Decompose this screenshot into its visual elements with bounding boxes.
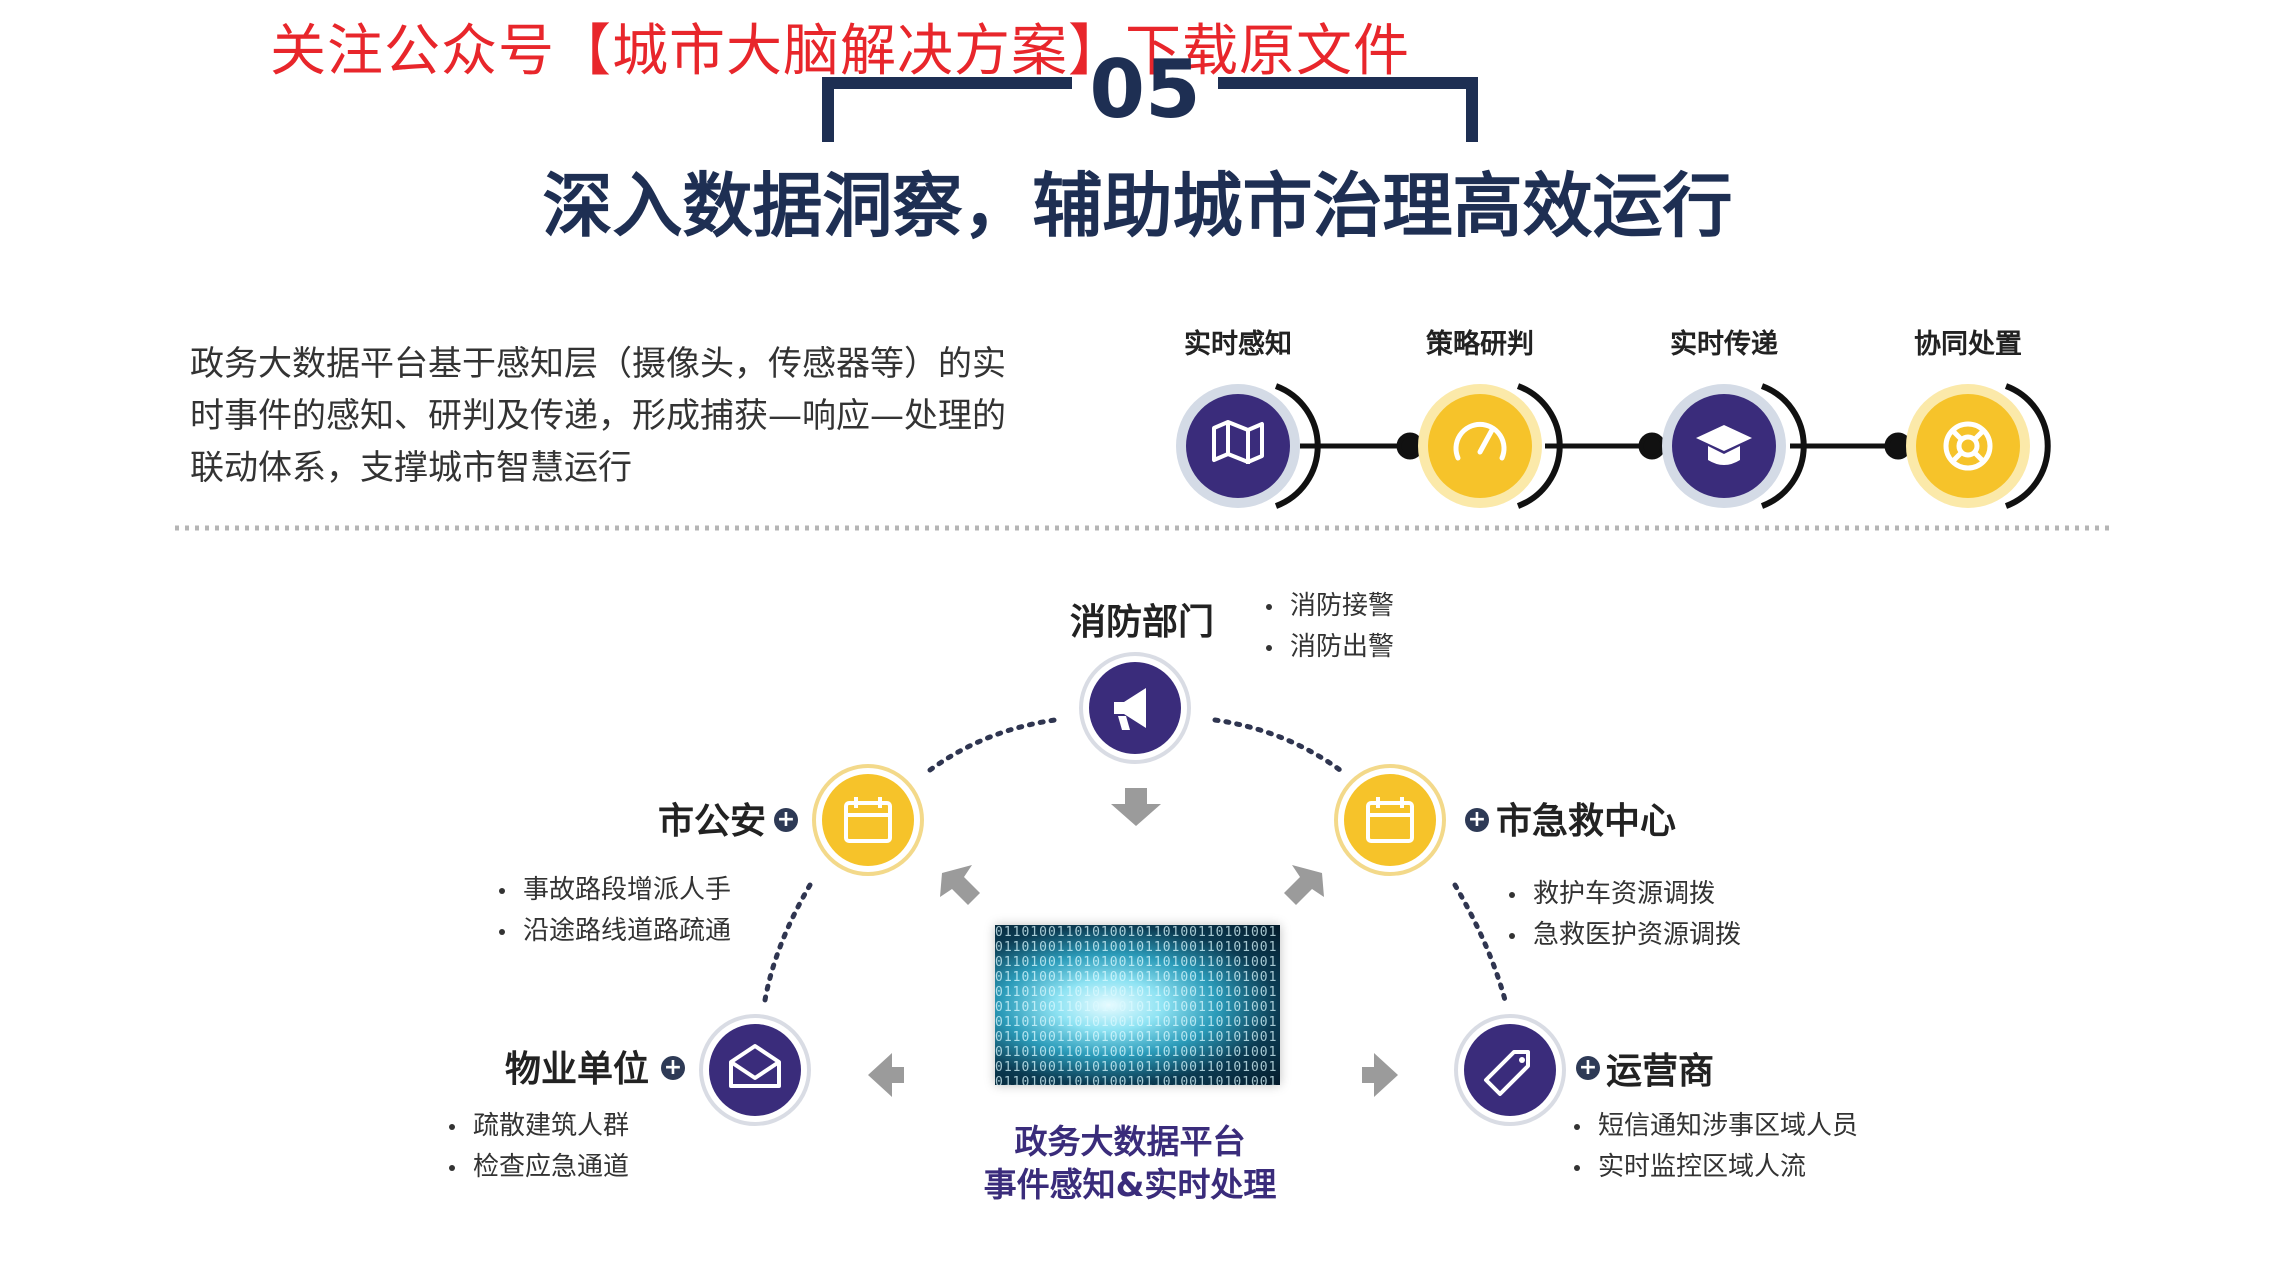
- node-fire-list: 消防接警 消防出警: [1262, 586, 1394, 668]
- node-fire-circle: [1079, 652, 1191, 764]
- list-item: 救护车资源调拨: [1505, 874, 1741, 915]
- process-step-2-speedometer: [1418, 383, 1563, 509]
- map-icon: [1212, 420, 1264, 464]
- list-item: 疏散建筑人群: [445, 1106, 629, 1147]
- header-bracket: [822, 77, 1478, 142]
- node-police-circle: [812, 764, 924, 876]
- platform-label-line2: 事件感知&实时处理: [983, 1165, 1277, 1204]
- list-item: 事故路段增派人手: [495, 870, 731, 911]
- arrow-upright: [1284, 865, 1324, 905]
- arrow-upleft: [940, 865, 980, 905]
- description-text: 政务大数据平台基于感知层（摄像头，传感器等）的实时事件的感知、研判及传递，形成捕…: [190, 344, 1006, 488]
- node-emergency-name: 市急救中心: [1496, 801, 1677, 842]
- node-police-name: 市公安: [658, 801, 767, 842]
- bracket-left: [822, 77, 1072, 142]
- step-label-4: 协同处置: [1914, 329, 2022, 360]
- list-item: 急救医护资源调拨: [1505, 915, 1741, 956]
- seo-tag-icon: [1484, 1050, 1530, 1096]
- arrow-left: [868, 1053, 904, 1097]
- process-step-3-graduation-cap: [1662, 383, 1807, 509]
- link-emergency-telecom: [1452, 882, 1508, 1003]
- node-telecom-list: 短信通知涉事区域人员 实时监控区域人流: [1570, 1106, 1858, 1188]
- process-step-4-lifebuoy: [1906, 383, 2051, 509]
- step-label-2: 策略研判: [1426, 329, 1534, 360]
- plus-icon: +: [1465, 808, 1489, 832]
- list-item: 检查应急通道: [445, 1147, 629, 1188]
- link-fire-emergency: [1212, 717, 1343, 773]
- lifebuoy-icon: [1943, 421, 1993, 471]
- list-item: 短信通知涉事区域人员: [1570, 1106, 1858, 1147]
- calendar-icon: [844, 797, 892, 843]
- list-item: 消防出警: [1262, 627, 1394, 668]
- bracket-right: [1218, 77, 1478, 142]
- arrow-down: [1111, 788, 1161, 826]
- binary-texture: 0110100110101001011010011010100101101001…: [995, 925, 1278, 1085]
- section-number: 05: [1089, 43, 1201, 136]
- data-stream-image: 0110100110101001011010011010100101101001…: [995, 925, 1280, 1085]
- graduation-cap-icon: [1696, 425, 1752, 465]
- node-police-list: 事故路段增派人手 沿途路线道路疏通: [495, 870, 731, 952]
- page-title: 深入数据洞察，辅助城市治理高效运行: [542, 165, 1733, 247]
- plus-icon: +: [1576, 1056, 1600, 1080]
- arrow-right: [1362, 1053, 1398, 1097]
- speedometer-icon: [1453, 421, 1507, 461]
- step-label-1: 实时感知: [1184, 329, 1292, 360]
- node-property-name: 物业单位: [505, 1049, 650, 1090]
- step-label-3: 实时传递: [1670, 329, 1778, 360]
- list-item: 消防接警: [1262, 586, 1394, 627]
- process-connectors: [1300, 432, 1912, 460]
- node-emergency-circle: [1334, 764, 1446, 876]
- process-step-1-map: [1176, 383, 1321, 509]
- plus-icon: +: [661, 1056, 685, 1080]
- plus-icon: +: [774, 808, 798, 832]
- node-emergency-list: 救护车资源调拨 急救医护资源调拨: [1505, 874, 1741, 956]
- link-police-property: [762, 882, 813, 1003]
- list-item: 实时监控区域人流: [1570, 1147, 1858, 1188]
- node-telecom-circle: [1454, 1014, 1566, 1126]
- megaphone-icon: [1114, 688, 1146, 730]
- node-fire-name: 消防部门: [1070, 602, 1215, 643]
- link-police-fire: [927, 717, 1058, 773]
- node-property-circle: [699, 1014, 811, 1126]
- envelope-icon: [729, 1044, 781, 1088]
- node-property-list: 疏散建筑人群 检查应急通道: [445, 1106, 629, 1188]
- flow-arrows: [868, 788, 1398, 1097]
- calendar-icon: [1366, 797, 1414, 843]
- list-item: 沿途路线道路疏通: [495, 911, 731, 952]
- network-dotted-links: [762, 717, 1508, 1003]
- watermark-text: 关注公众号【城市大脑解决方案】下载原文件: [270, 19, 1410, 84]
- node-telecom-name: 运营商: [1606, 1051, 1715, 1092]
- platform-label-line1: 政务大数据平台: [1014, 1122, 1246, 1161]
